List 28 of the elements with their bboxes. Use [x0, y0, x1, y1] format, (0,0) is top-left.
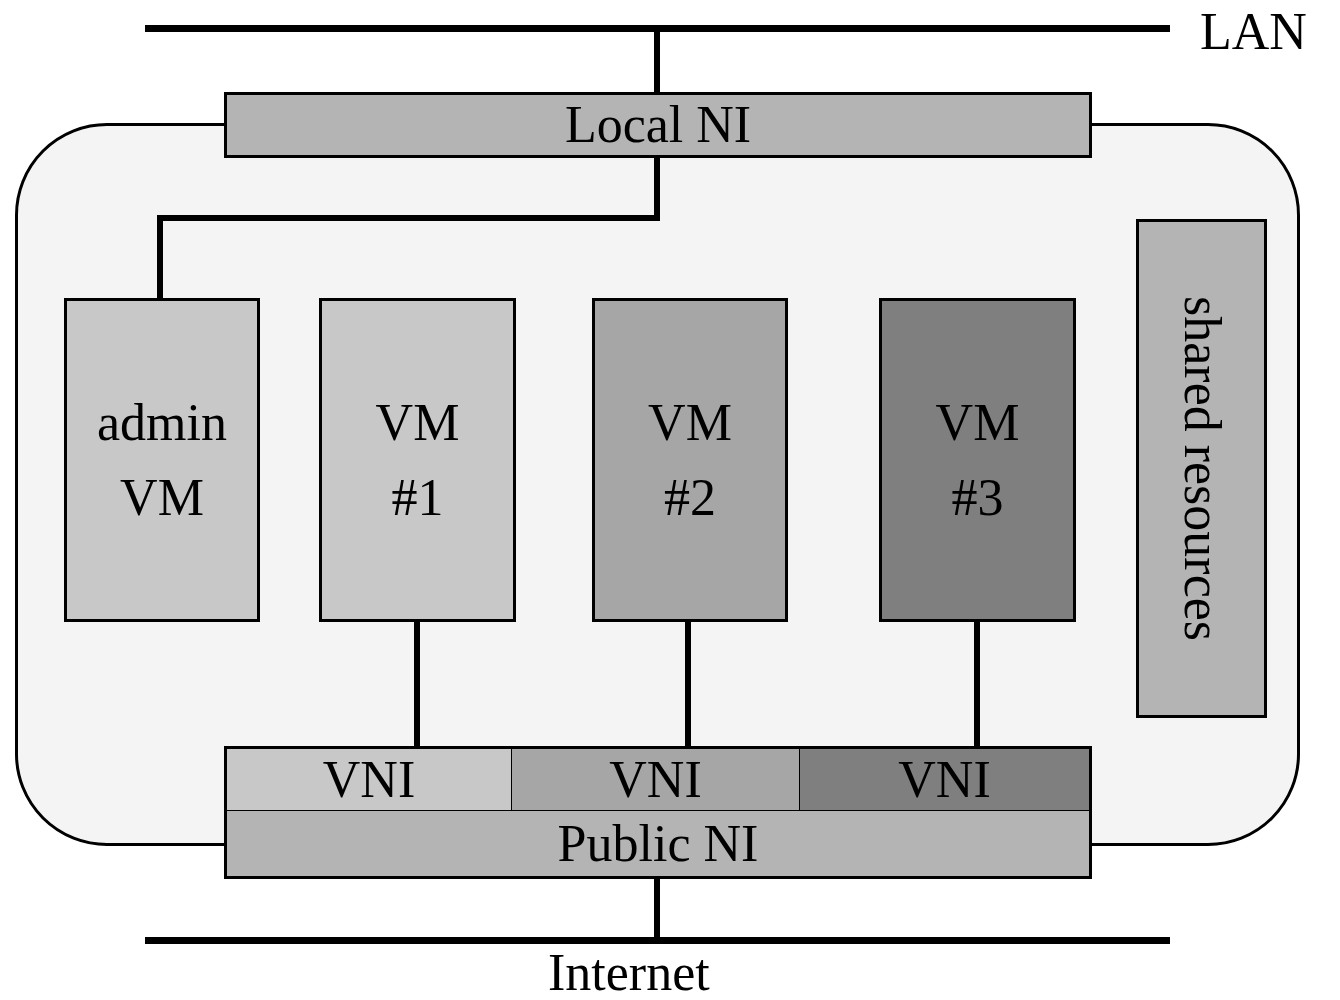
virtual-machine-box	[64, 298, 260, 622]
shared-resources-box	[1136, 219, 1267, 718]
node-label: Public NI	[557, 817, 759, 870]
node-label: VNI	[322, 753, 416, 806]
node-label: Local NI	[564, 99, 752, 151]
virtual-interface-box	[512, 746, 802, 813]
connector-line	[157, 158, 660, 298]
node-label: admin VM	[96, 392, 228, 528]
network-interface-box	[224, 811, 1092, 879]
connector-line	[685, 622, 691, 746]
node-label: VM #3	[934, 392, 1021, 528]
node-label: VM #2	[647, 392, 733, 528]
connector-line	[654, 32, 660, 92]
node-label: VNI	[898, 753, 991, 806]
network-interface-box	[224, 92, 1092, 158]
network-label: Internet	[548, 947, 710, 999]
connector-line	[654, 879, 660, 937]
node-label: VM #1	[374, 392, 461, 528]
connector-line	[974, 622, 980, 746]
node-label: VNI	[609, 753, 702, 806]
virtual-interface-box	[224, 746, 514, 813]
network-label: LAN	[1200, 6, 1307, 58]
virtual-machine-box	[319, 298, 516, 622]
connector-line	[414, 622, 420, 746]
virtual-interface-box	[800, 746, 1092, 813]
virtual-machine-box	[592, 298, 788, 622]
node-label: shared resources	[1175, 295, 1228, 642]
virtual-machine-box	[879, 298, 1076, 622]
